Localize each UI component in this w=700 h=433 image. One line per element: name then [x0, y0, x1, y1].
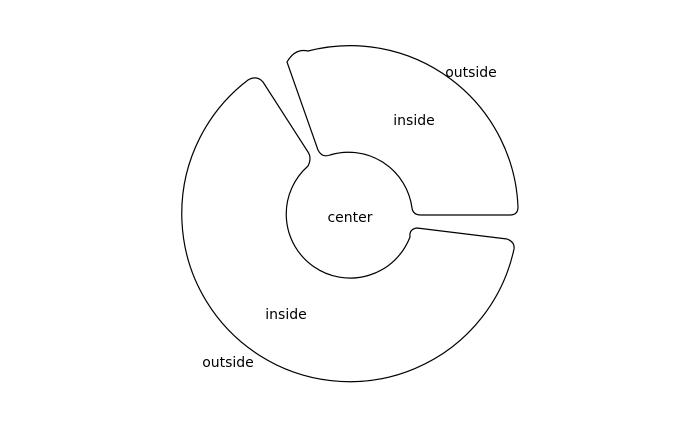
slice-1-outside-label: outside: [445, 65, 497, 81]
donut-slice-top-right[interactable]: [286, 45, 519, 216]
slice-2-outside-label: outside: [202, 355, 254, 371]
slice-2-inside-label: inside: [265, 307, 306, 323]
donut-slice-bottom-left[interactable]: [181, 77, 515, 383]
center-label: center: [327, 210, 372, 226]
slice-1-inside-label: inside: [393, 113, 434, 129]
